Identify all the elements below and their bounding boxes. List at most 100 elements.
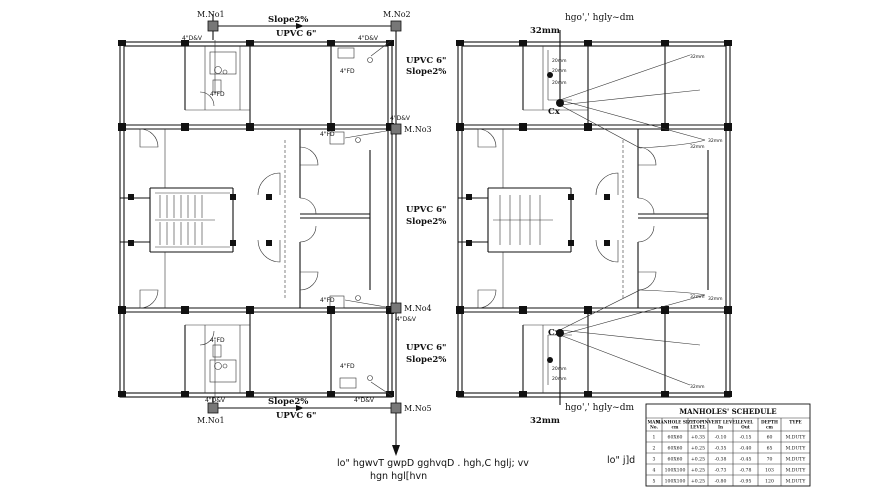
right-bottom-heading: hgo',' hgly~dm bbox=[565, 403, 634, 413]
left-caption-line1: lo" hgwvT gwpD gghvqD . hgh,C hglj; vv bbox=[337, 458, 529, 469]
schedule-cell: -0.80 bbox=[715, 479, 727, 485]
drainage-pipes bbox=[212, 14, 400, 456]
fd-2-label: 4"FD bbox=[320, 131, 335, 138]
manhole-3 bbox=[390, 123, 402, 135]
dv-top-left-label: 4"D&V bbox=[182, 35, 203, 42]
schedule-header-cell: MAN.No. bbox=[648, 420, 661, 430]
right-top-size: 32mm bbox=[530, 26, 560, 36]
structural-columns bbox=[118, 40, 394, 397]
svg-text:20mm: 20mm bbox=[552, 376, 567, 382]
fd-4-label: 4"FD bbox=[340, 363, 355, 370]
right-slope-3-label: Slope2% bbox=[406, 355, 446, 365]
schedule-cell: 100X100 bbox=[665, 468, 686, 474]
left-floor-plan: M.No1 M.No2 M.No3 M.No4 M.No5 M.No1 Slop… bbox=[118, 10, 446, 456]
schedule-cell: 103 bbox=[765, 468, 774, 474]
right-slope-1-label: Slope2% bbox=[406, 67, 446, 77]
fd-1-label: 4"FD bbox=[340, 68, 355, 75]
right-top-heading: hgo',' hgly~dm bbox=[565, 13, 634, 23]
schedule-cell: +0.25 bbox=[691, 468, 705, 474]
schedule-cell: M.DUTY bbox=[786, 479, 807, 485]
bottom-slope-label: Slope2% bbox=[268, 397, 308, 407]
svg-text:20mm: 20mm bbox=[552, 68, 567, 74]
schedule-cell: +0.25 bbox=[691, 457, 705, 463]
right-upvc-3-label: UPVC 6" bbox=[406, 343, 446, 353]
right-upvc-2-label: UPVC 6" bbox=[406, 205, 446, 215]
manhole-2-label: M.No2 bbox=[383, 10, 411, 19]
dv-no4-label: 4"D&V bbox=[396, 316, 417, 323]
schedule-cell: +0.25 bbox=[691, 446, 705, 452]
schedule-cell: 60X60 bbox=[668, 435, 683, 441]
manhole-2 bbox=[390, 20, 402, 32]
fd-3-label: 4"FD bbox=[320, 297, 335, 304]
svg-text:20mm: 20mm bbox=[552, 366, 567, 372]
schedule-cell: 4 bbox=[653, 468, 656, 474]
dv-top-right-label: 4"D&V bbox=[358, 35, 379, 42]
schedule-cell: -0.73 bbox=[715, 468, 727, 474]
schedule-cell: -0.15 bbox=[740, 435, 752, 441]
svg-text:20mm: 20mm bbox=[552, 58, 567, 64]
structural-columns-right bbox=[456, 40, 732, 397]
fd-6-label: 4"FD bbox=[210, 337, 225, 344]
svg-text:32mm: 32mm bbox=[690, 54, 705, 60]
dv-bottom-right-label: 4"D&V bbox=[354, 397, 375, 404]
right-bottom-size: 32mm bbox=[530, 416, 560, 426]
schedule-cell: -0.40 bbox=[740, 446, 752, 452]
cx-bottom-label: Cx bbox=[548, 328, 561, 338]
schedule-cell: M.DUTY bbox=[786, 446, 807, 452]
schedule-cell: M.DUTY bbox=[786, 468, 807, 474]
bottom-upvc-label: UPVC 6" bbox=[276, 411, 316, 421]
schedule-cell: -0.10 bbox=[715, 435, 727, 441]
right-caption-line1: lo" j]d bbox=[607, 455, 635, 466]
schedule-cell: 100X100 bbox=[665, 479, 686, 485]
schedule-cell: 70 bbox=[767, 457, 773, 463]
svg-text:32mm: 32mm bbox=[690, 294, 705, 300]
right-floor-plan: 20mm 20mm 20mm 32mm 32mm 32mm 20mm 20mm … bbox=[456, 13, 732, 426]
schedule-cell: -0.95 bbox=[740, 479, 752, 485]
water-supply-lines: 20mm 20mm 20mm 32mm 32mm 32mm 20mm 20mm … bbox=[547, 30, 723, 405]
schedule-cell: 5 bbox=[653, 479, 656, 485]
schedule-cell: 60 bbox=[767, 435, 773, 441]
schedule-cell: 1 bbox=[653, 435, 656, 441]
schedule-cell: M.DUTY bbox=[786, 457, 807, 463]
dv-bottom-left-label: 4"D&V bbox=[205, 397, 226, 404]
manhole-4-label: M.No4 bbox=[404, 304, 432, 313]
schedule-cell: -0.35 bbox=[715, 446, 727, 452]
manhole-3-label: M.No3 bbox=[404, 125, 432, 134]
schedule-cell: M.DUTY bbox=[786, 435, 807, 441]
top-upvc-label: UPVC 6" bbox=[276, 29, 316, 39]
schedule-cell: 2 bbox=[653, 446, 656, 452]
fd-5-label: 4"FD bbox=[210, 91, 225, 98]
staircase bbox=[155, 192, 230, 248]
manhole-4 bbox=[390, 302, 402, 314]
svg-text:32mm: 32mm bbox=[690, 384, 705, 390]
svg-text:20mm: 20mm bbox=[552, 80, 567, 86]
schedule-cell: 120 bbox=[765, 479, 774, 485]
top-slope-label: Slope2% bbox=[268, 15, 308, 25]
dv-no3-label: 4"D&V bbox=[390, 115, 411, 122]
right-slope-2-label: Slope2% bbox=[406, 217, 446, 227]
manhole-1-top-label: M.No1 bbox=[197, 10, 225, 19]
manhole-5 bbox=[390, 402, 402, 414]
schedule-cell: -0.45 bbox=[740, 457, 752, 463]
schedule-cell: -0.38 bbox=[715, 457, 727, 463]
schedule-cell: +0.25 bbox=[691, 479, 705, 485]
svg-text:32mm: 32mm bbox=[708, 296, 723, 302]
schedule-cell: 3 bbox=[653, 457, 656, 463]
svg-text:32mm: 32mm bbox=[690, 144, 705, 150]
schedule-header-cell: TYPE bbox=[789, 420, 801, 425]
schedule-cell: 65 bbox=[767, 446, 773, 452]
schedule-cell: -0.78 bbox=[740, 468, 752, 474]
right-upvc-1-label: UPVC 6" bbox=[406, 56, 446, 66]
manhole-5-label: M.No5 bbox=[404, 404, 432, 413]
schedule-cell: 60X60 bbox=[668, 446, 683, 452]
manhole-1-bottom bbox=[207, 402, 219, 414]
schedule-cell: 60X60 bbox=[668, 457, 683, 463]
schedule-title: MANHOLES' SCHEDULE bbox=[679, 407, 776, 416]
